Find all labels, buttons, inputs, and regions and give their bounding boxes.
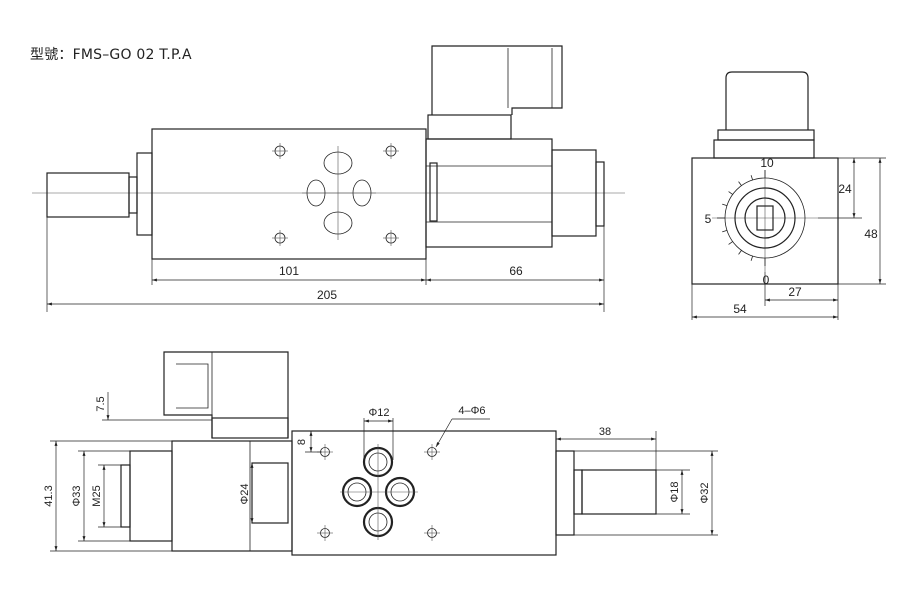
front-ports (302, 146, 376, 240)
front-left-knob (46, 172, 130, 218)
front-dim-205: 205 (317, 288, 337, 302)
front-left-flange (136, 152, 153, 236)
dial-tick (722, 229, 728, 233)
bottom-dim-7-5: 7.5 (95, 396, 107, 411)
bottom-dim-m25: M25 (91, 485, 103, 506)
bottom-left-nut (129, 450, 173, 542)
dial-tick (738, 181, 742, 186)
front-view: 101 66 205 (32, 45, 625, 312)
front-dim-101: 101 (279, 264, 299, 278)
front-valve-body (151, 128, 427, 260)
dial-tick (750, 255, 754, 261)
front-bolt-holes (272, 143, 399, 246)
bottom-dim-4-d6: 4–Φ6 (458, 405, 485, 417)
dial-label-10: 10 (760, 156, 774, 170)
bottom-dim-41-3: 41.3 (43, 485, 55, 506)
dial-tick (750, 175, 754, 181)
side-dim-24: 24 (838, 182, 852, 196)
side-connector-base (717, 129, 815, 141)
bottom-right-nut (555, 450, 575, 536)
bottom-view: 7.5 Φ12 4–Φ6 8 38 41.3 Φ33 M25 (43, 351, 718, 556)
dial-tick (728, 191, 733, 195)
side-view: 10 5 0 24 48 27 54 (691, 71, 886, 320)
dial-tick (728, 241, 733, 245)
front-right-nut (595, 161, 605, 227)
front-connector-base (427, 114, 512, 140)
dial-label-5: 5 (705, 212, 712, 226)
model-title: 型號：FMS–GO 02 T.P.A (30, 47, 192, 63)
bottom-bolt-holes (317, 444, 440, 541)
front-dim-66: 66 (509, 264, 523, 278)
bottom-valve-body (291, 430, 557, 556)
bottom-ports (340, 444, 418, 540)
bottom-dim-d32: Φ32 (699, 482, 711, 503)
dial-tick (738, 250, 742, 255)
bottom-connector-base (211, 417, 289, 439)
side-knob-slot (756, 205, 774, 231)
bottom-left-cap (120, 464, 131, 528)
bottom-dim-38: 38 (599, 426, 611, 438)
side-knob-outer (734, 187, 796, 249)
dial-tick (722, 203, 728, 207)
bottom-dim-d12: Φ12 (368, 407, 389, 419)
side-knob-inner (744, 197, 786, 239)
bottom-dim-8: 8 (296, 439, 308, 445)
bottom-dim-d18: Φ18 (669, 481, 681, 502)
side-dim-27: 27 (788, 285, 802, 299)
bottom-dim-d24: Φ24 (239, 483, 251, 504)
dial-label-0: 0 (763, 273, 770, 287)
side-connector (725, 71, 809, 130)
bottom-right-knob (581, 469, 657, 515)
side-dim-54: 54 (733, 302, 747, 316)
front-left-collar (128, 176, 138, 214)
side-dial-ticks (717, 170, 766, 266)
front-connector (431, 45, 563, 115)
bottom-coil (171, 440, 293, 552)
bottom-dim-d33: Φ33 (71, 485, 83, 506)
bottom-connector (163, 351, 289, 438)
side-dim-48: 48 (864, 227, 878, 241)
